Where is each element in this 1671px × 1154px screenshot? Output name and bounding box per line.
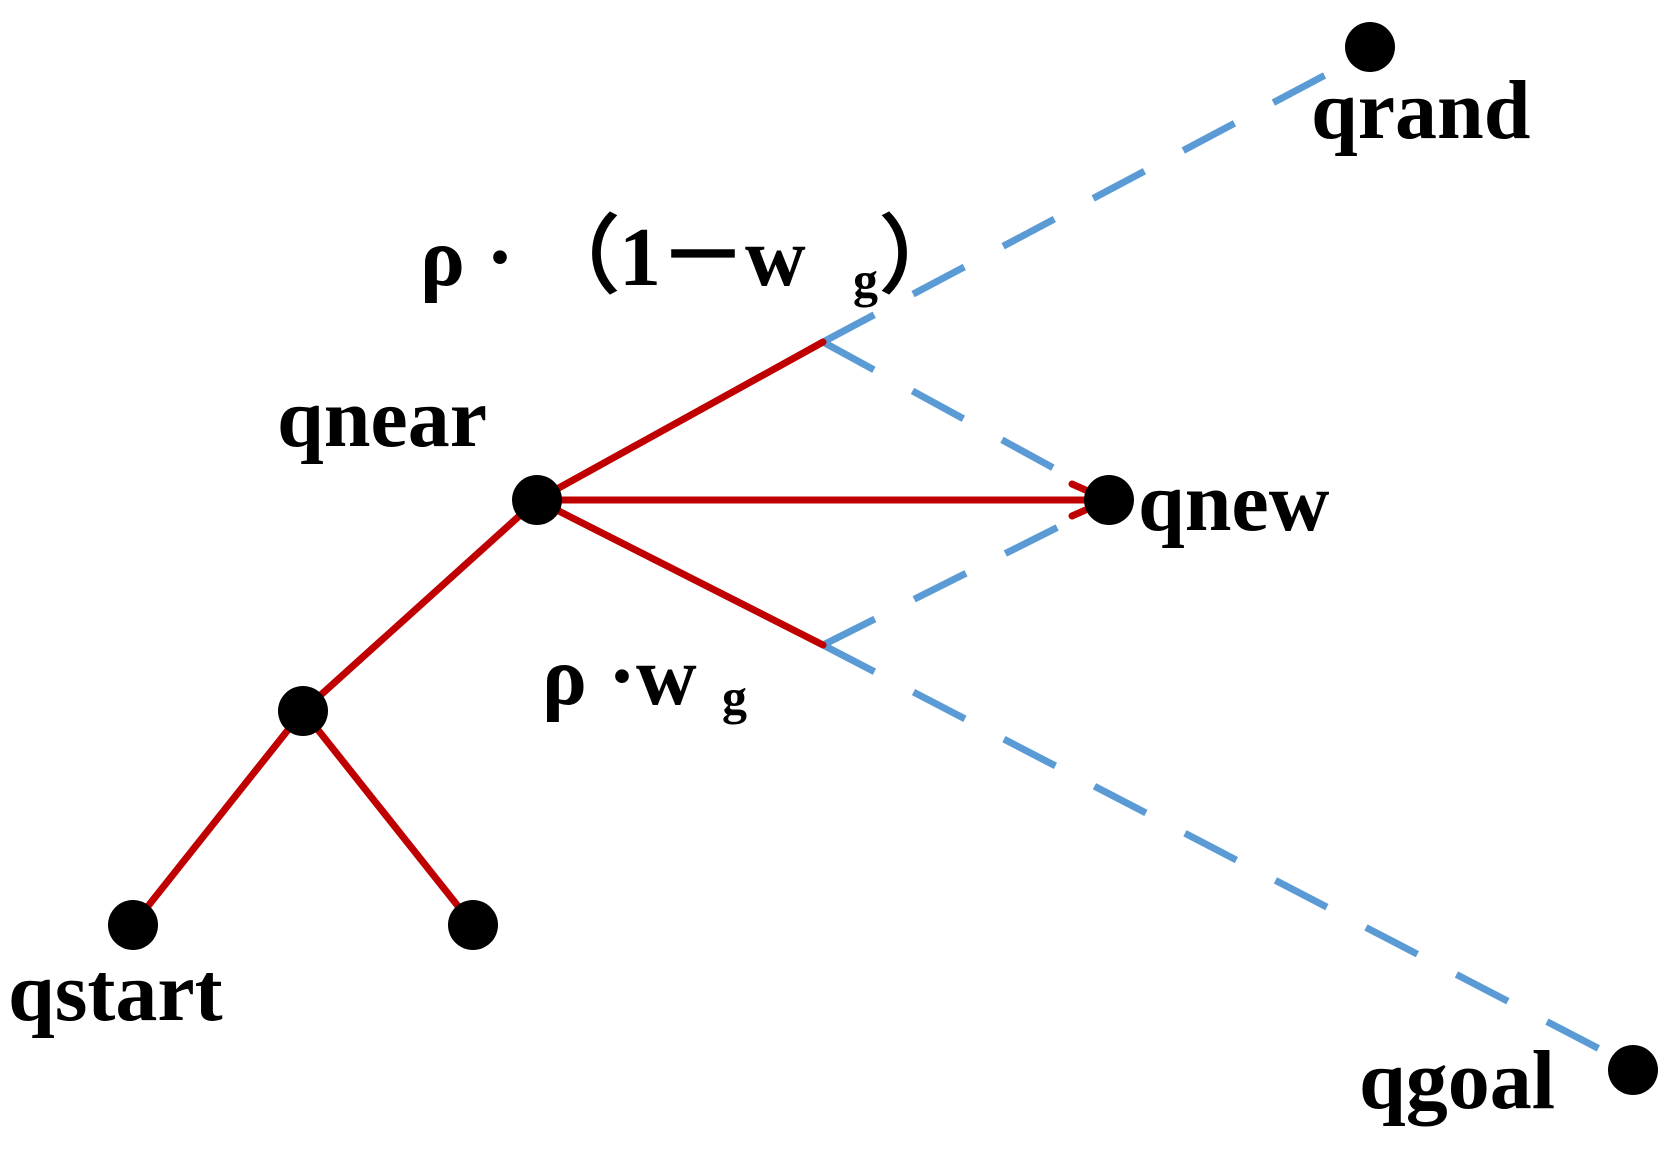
- edge-qnear-to-lower: [533, 496, 827, 649]
- dashed-line-lower-to-qnew: [821, 496, 1114, 649]
- node-branch: [278, 686, 328, 736]
- formula-upper: ρ · （1－w g ）: [420, 211, 964, 308]
- dashed-line-to-qrand: [821, 43, 1380, 346]
- edge-branch-to-qnear: [299, 496, 541, 715]
- label-qnew: qnew: [1138, 456, 1330, 549]
- node-qstart: [108, 900, 158, 950]
- label-qgoal: qgoal: [1359, 1034, 1555, 1127]
- dashed-line-upper-to-qnew: [821, 338, 1114, 504]
- node-leaf: [448, 900, 498, 950]
- formula-lower-subscript: g: [722, 669, 747, 725]
- edge-qnear-to-upper: [533, 338, 827, 504]
- label-qstart: qstart: [8, 946, 223, 1039]
- formula-upper-subscript: g: [853, 252, 878, 308]
- edge-qstart-to-branch: [129, 707, 307, 929]
- label-qnear: qnear: [277, 372, 487, 465]
- node-qgoal: [1608, 1045, 1658, 1095]
- formula-lower: ρ ·w g: [542, 630, 747, 725]
- formula-upper-main: ρ · （1－w: [420, 211, 806, 304]
- label-qrand: qrand: [1311, 64, 1530, 157]
- dashed-line-to-qgoal: [821, 641, 1642, 1074]
- formula-lower-main: ρ ·w: [542, 630, 697, 723]
- node-qnear: [512, 475, 562, 525]
- formula-upper-close-paren: ）: [880, 211, 964, 304]
- node-qnew: [1084, 475, 1134, 525]
- edge-branch-to-leaf: [299, 707, 477, 929]
- node-qrand: [1345, 22, 1395, 72]
